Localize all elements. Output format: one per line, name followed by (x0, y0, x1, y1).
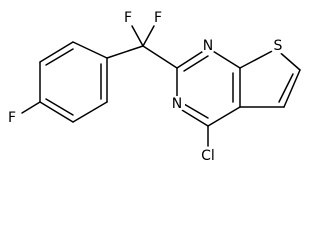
fluorine-label-left: F (120, 10, 136, 26)
bond-benzene-1 (72, 41, 108, 59)
sulfur-text: S (274, 38, 283, 54)
bond-benzene-4 (39, 101, 74, 123)
chlorine-text: Cl (201, 148, 215, 164)
bond-c7a-s (239, 48, 277, 69)
bonds (21, 25, 301, 147)
nitrogen-text-upper: N (203, 38, 213, 54)
bond-benzene-5 (72, 101, 108, 123)
bond-benzene-double-1 (45, 48, 74, 66)
bond-cf2-pyrimidine (142, 45, 178, 69)
bond-aryl-f (21, 101, 41, 114)
fluorine-text-para: F (8, 110, 16, 126)
bond-cf2-f-left (131, 25, 144, 47)
bond-benzene-double-2 (45, 98, 74, 116)
nitrogen-text-lower: N (172, 96, 182, 112)
structure-diagram: F F F N N S Cl (4, 10, 301, 165)
fluorine-label-right: F (150, 10, 166, 26)
bond-cf2-f-right (142, 25, 155, 47)
bond-c6-c5 (283, 69, 301, 108)
fluorine-text-left: F (124, 10, 132, 26)
bond-c6-c5-double (278, 73, 294, 103)
fluorine-label-para: F (4, 110, 20, 126)
bond-cf2-aryl (106, 45, 144, 59)
bond-c2-n3-double (183, 55, 209, 72)
bond-benzene-2 (39, 41, 74, 63)
bond-c4a-c4 (207, 106, 241, 127)
bond-c4-n1-double (183, 103, 209, 119)
atom-labels: F F F N N S Cl (4, 10, 286, 165)
sulfur-label: S (270, 38, 286, 54)
bond-c4-n1 (176, 106, 209, 127)
fluorine-text-right: F (154, 10, 162, 26)
nitrogen-label-lower: N (169, 96, 185, 112)
nitrogen-label-upper: N (200, 38, 216, 54)
chlorine-label: Cl (197, 147, 219, 165)
